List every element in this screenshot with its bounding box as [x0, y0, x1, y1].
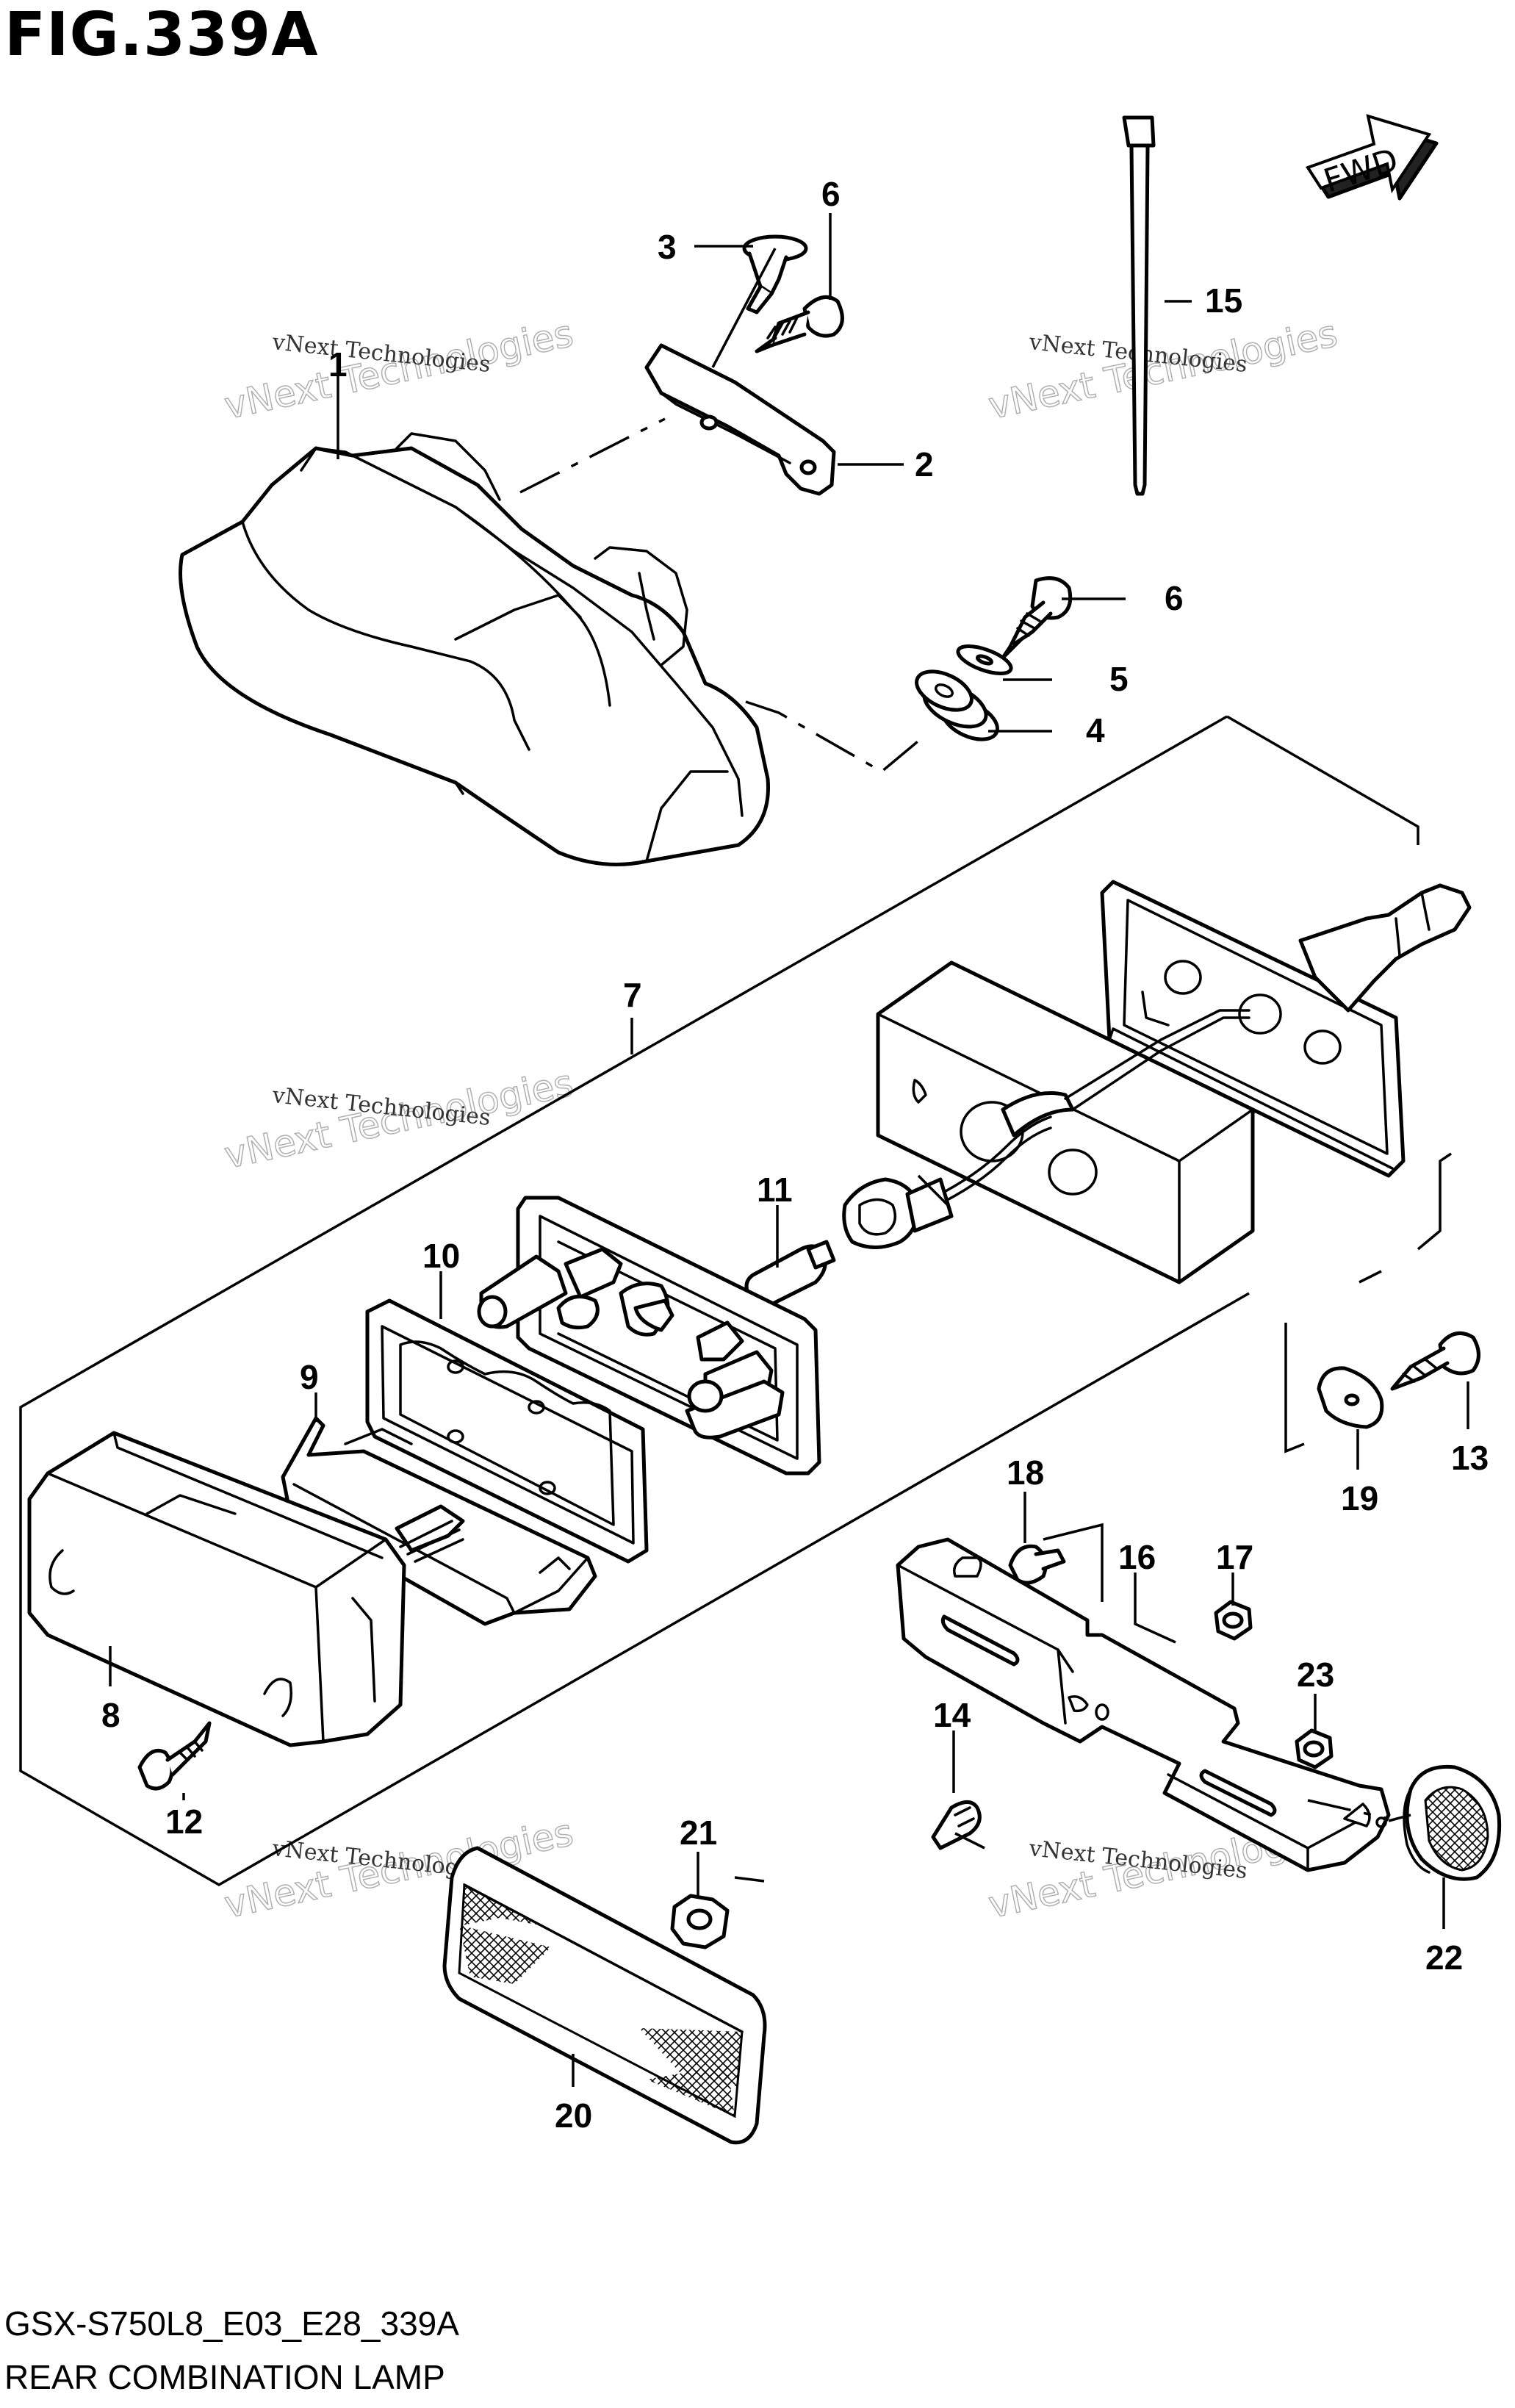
part-15-cable-tie — [1122, 115, 1156, 496]
part-10-gasket — [365, 1298, 649, 1564]
watermark-top-left: vNext Technologies vNext Technologies — [220, 312, 577, 428]
callouts: 1 2 3 4 5 6 6 7 8 9 10 11 12 13 14 15 16… — [101, 175, 1489, 2135]
callout-1: 1 — [328, 345, 348, 384]
part-8-lens — [27, 1431, 406, 1747]
callout-20: 20 — [555, 2096, 592, 2135]
part-7-gasket-block — [876, 960, 1255, 1284]
leader-lines — [109, 213, 1469, 2087]
part-20-side-reflector — [442, 1846, 767, 2145]
part-13-screw — [1390, 1331, 1480, 1391]
callout-16: 16 — [1118, 1538, 1156, 1576]
part-4-grommet — [915, 669, 999, 741]
callout-5: 5 — [1109, 660, 1129, 698]
callout-14: 14 — [933, 1696, 971, 1734]
figure-title: FIG.339A — [4, 0, 319, 70]
part-7-bulb-socket — [842, 1177, 954, 1249]
part-7-assembly-frame — [19, 715, 1452, 1887]
part-14-plug — [931, 1800, 982, 1850]
callout-6b: 6 — [1165, 579, 1184, 617]
watermark-top-right: vNext Technologies vNext Technologies — [985, 312, 1342, 428]
part-7-socket-plate — [1100, 880, 1472, 1178]
part-10-bulb-holder — [477, 1196, 821, 1476]
callout-10: 10 — [422, 1237, 460, 1275]
part-2-bracket — [644, 343, 836, 496]
callout-19: 19 — [1341, 1479, 1378, 1517]
part-21-nut — [670, 1894, 730, 1949]
part-6-screw-upper — [755, 295, 844, 353]
part-6-screw-lower — [1001, 576, 1073, 660]
callout-8: 8 — [101, 1696, 120, 1734]
callout-23: 23 — [1297, 1656, 1334, 1694]
part-16-license-bracket — [896, 1537, 1391, 1872]
fwd-arrow-icon: FWD — [1305, 114, 1439, 201]
part-7-wire — [928, 1115, 1052, 1210]
callout-12: 12 — [165, 1803, 203, 1841]
figure-name: REAR COMBINATION LAMP — [4, 2358, 445, 2396]
callout-11: 11 — [757, 1171, 793, 1209]
callout-9: 9 — [300, 1358, 319, 1396]
part-17-nut — [1214, 1600, 1253, 1641]
figure-code: GSX-S750L8_E03_E28_339A — [4, 2304, 459, 2343]
watermark-text: vNext Technologies — [985, 312, 1341, 428]
callout-13: 13 — [1451, 1439, 1489, 1477]
part-19-washer — [1284, 1323, 1384, 1453]
part-1-tail-housing — [179, 432, 770, 866]
callout-22: 22 — [1425, 1938, 1463, 1977]
callout-7: 7 — [623, 976, 642, 1014]
callout-4: 4 — [1086, 711, 1105, 750]
callout-17: 17 — [1216, 1538, 1253, 1576]
callout-18: 18 — [1007, 1453, 1044, 1492]
callout-2: 2 — [915, 445, 934, 484]
part-5-washer — [956, 644, 1013, 675]
part-23-nut — [1295, 1728, 1334, 1769]
part-9-reflector-plate — [281, 1416, 597, 1626]
part-22-round-reflector — [1403, 1764, 1502, 1881]
callout-21: 21 — [680, 1814, 717, 1852]
callout-3: 3 — [658, 228, 677, 266]
part-12-screw — [137, 1721, 212, 1791]
part-18-screw — [1008, 1523, 1104, 1602]
callout-6a: 6 — [821, 175, 841, 213]
callout-15: 15 — [1205, 281, 1242, 320]
part-3-screw — [742, 234, 808, 315]
